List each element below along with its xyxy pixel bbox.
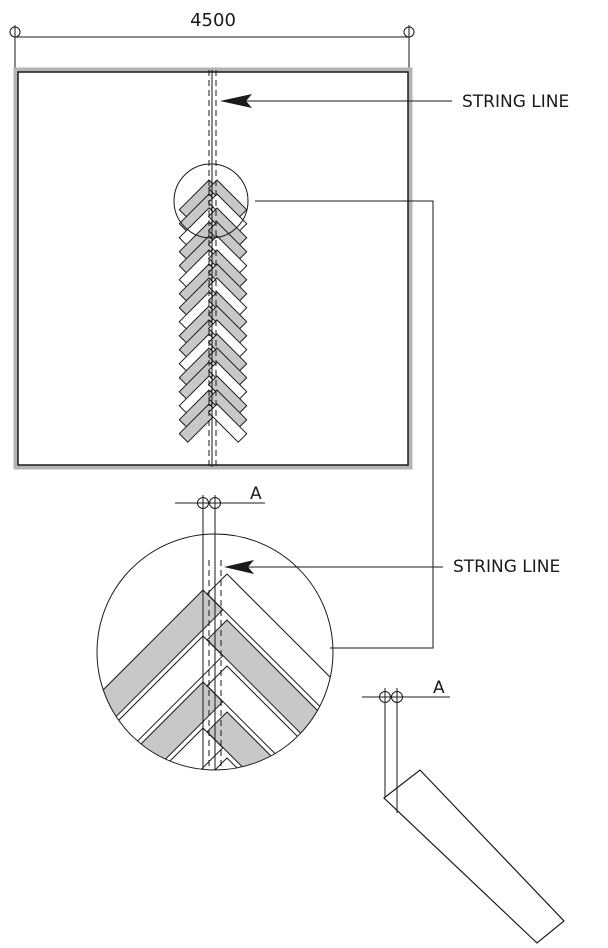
- string-line-label-detail: STRING LINE: [453, 557, 560, 577]
- detail-leader-line: [255, 200, 434, 649]
- detail-tile: [69, 774, 223, 928]
- detail-tile: [97, 727, 224, 770]
- string-line-callout-top: STRING LINE: [220, 92, 569, 112]
- single-tile: [383, 769, 565, 944]
- arrow-left-icon: [224, 560, 254, 574]
- offset-label-a1: A: [250, 484, 262, 504]
- room-plan: [13, 67, 413, 470]
- detail-callout-circle: [173, 163, 249, 239]
- string-line-label-top: STRING LINE: [462, 92, 569, 112]
- offset-label-a2: A: [433, 678, 445, 698]
- detail-view: [69, 533, 334, 928]
- detail-tile: [206, 573, 333, 729]
- dimension-width-label: 4500: [190, 10, 236, 31]
- string-line-marker: [208, 70, 217, 467]
- herringbone-tile: [207, 403, 248, 443]
- single-tile-offset: A: [362, 678, 565, 944]
- detail-tile: [206, 711, 333, 770]
- arrow-left-icon: [220, 94, 252, 108]
- dimension-line: 4500: [9, 10, 415, 70]
- room-outline: [13, 67, 413, 470]
- string-line-callout-detail: STRING LINE: [224, 557, 560, 577]
- detail-tile: [206, 757, 333, 770]
- herringbone-tiles: [178, 179, 248, 443]
- offset-dimension-detail: A: [175, 484, 265, 560]
